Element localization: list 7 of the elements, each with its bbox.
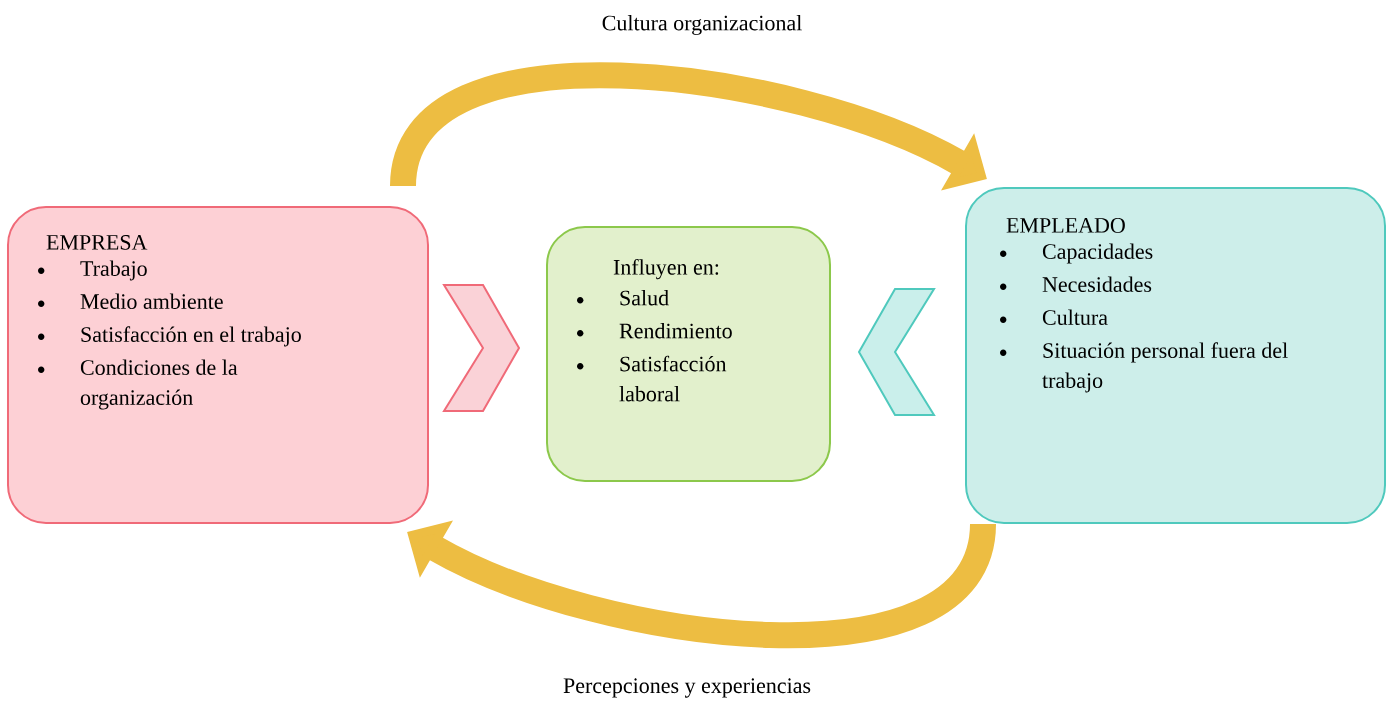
rounded-box: EMPRESA Trabajo Medio ambiente Satisfacción en el trabajo Condiciones de la organización	[7, 206, 429, 524]
chevron-arrow	[442, 284, 521, 412]
rounded-box: Influyen en: Salud Rendimiento Satisfacción laboral	[546, 226, 831, 482]
edge-label: Percepciones y experiencias	[563, 678, 811, 698]
edge-label: Cultura organizacional	[602, 15, 802, 35]
chevron-arrow	[857, 288, 936, 416]
rounded-box: EMPLEADO Capacidades Necesidades Cultura Situación personal fuera del trabajo	[965, 187, 1386, 524]
